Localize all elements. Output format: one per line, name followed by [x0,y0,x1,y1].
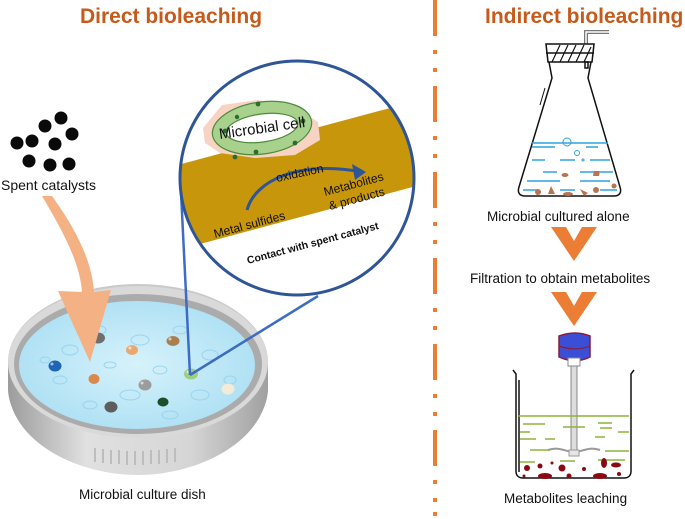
metal-sulfide-layer [180,100,414,252]
step-3-label: Metabolites leaching [504,491,628,506]
dish-label: Microbial culture dish [79,487,206,502]
spent-catalysts-label: Spent catalysts [1,177,96,193]
step-2-label: Filtration to obtain metabolites [470,271,651,286]
direct-bioleaching-title: Direct bioleaching [80,5,263,28]
indirect-bioleaching-title: Indirect bioleaching [485,5,684,28]
catalyst-beads [48,332,235,413]
oxidation-arrow [245,167,363,211]
step-1-label: Microbial cultured alone [487,209,630,224]
